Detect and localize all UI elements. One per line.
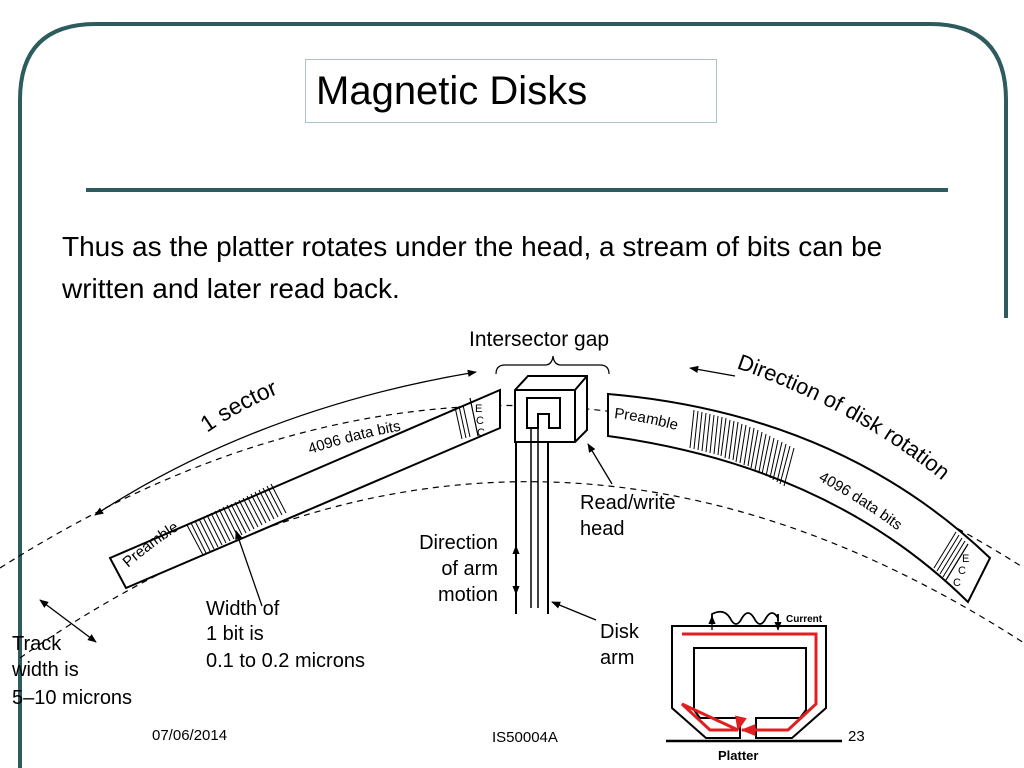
body-text: Thus as the platter rotates under the he… xyxy=(62,231,883,304)
intersector-gap-label: Intersector gap xyxy=(469,328,609,351)
arm-motion-label-line2: of arm xyxy=(441,558,498,580)
inset-current-label: Current xyxy=(786,614,823,625)
rw-head-pointer xyxy=(587,443,613,485)
disk-sector-diagram: E C C E C C Preamble xyxy=(0,328,1024,763)
ecc-letter: E xyxy=(962,553,969,565)
track-width-arrow xyxy=(39,599,97,643)
title-box: Magnetic Disks xyxy=(305,59,717,123)
bit-width-label-line1: Width of xyxy=(206,598,280,620)
ecc-letter: C xyxy=(953,577,961,589)
disk-arm-label-line2: arm xyxy=(600,647,634,669)
right-sector: E C C xyxy=(607,392,992,604)
rotation-arrow xyxy=(689,365,736,377)
disk-arm-pointer xyxy=(551,601,597,621)
bit-width-pointer xyxy=(235,530,263,607)
footer-course: IS50004A xyxy=(492,729,558,746)
track-width-label-line3: 5–10 microns xyxy=(12,687,132,709)
disk-arm xyxy=(515,428,549,614)
disk-arm-label-line1: Disk xyxy=(600,621,640,643)
ecc-letter: C xyxy=(958,565,966,577)
page-title: Magnetic Disks xyxy=(316,69,588,113)
arm-motion-label-line1: Direction xyxy=(419,532,498,554)
bit-width-label-line3: 0.1 to 0.2 microns xyxy=(206,650,365,672)
footer-date: 07/06/2014 xyxy=(152,727,228,744)
ecc-letter: E xyxy=(475,403,482,415)
bit-width-label-line2: 1 bit is xyxy=(206,623,264,645)
read-write-head xyxy=(514,375,588,443)
rw-head-label-line2: head xyxy=(580,518,625,540)
inset-platter-label: Platter xyxy=(718,748,758,763)
ecc-letter: C xyxy=(477,427,485,439)
intersector-gap-brace xyxy=(495,355,610,375)
page-number: 23 xyxy=(848,728,865,745)
track-width-label-line1: Track xyxy=(12,633,62,655)
rw-head-label-line1: Read/write xyxy=(580,492,676,514)
ecc-letter: C xyxy=(476,415,484,427)
title-divider xyxy=(86,188,948,192)
track-width-label-line2: width is xyxy=(11,659,79,681)
write-head-inset: Current Platter xyxy=(666,610,842,763)
sector-arrow xyxy=(94,369,477,516)
arm-motion-label-line3: motion xyxy=(438,584,498,606)
